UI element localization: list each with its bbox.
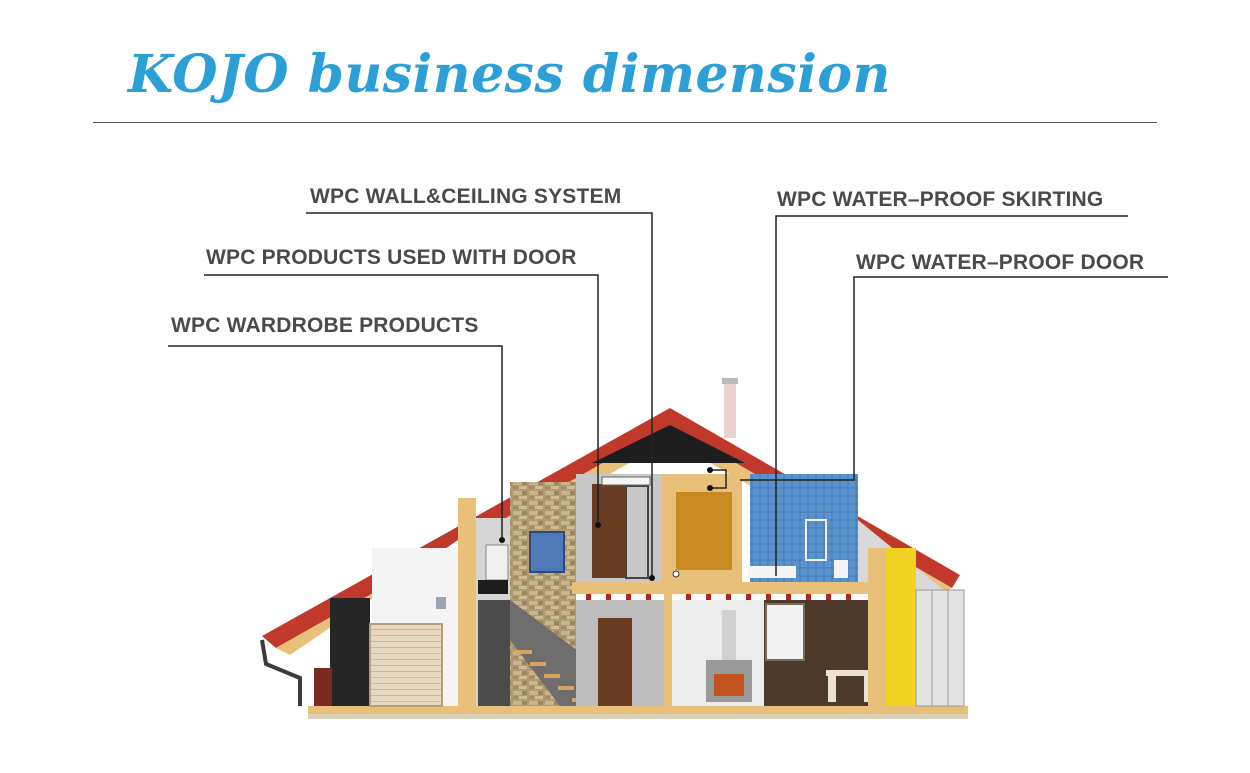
left-dark-wall [330, 598, 370, 706]
wall-picture [529, 531, 565, 573]
ground-slab [308, 706, 968, 714]
ground-door [598, 618, 632, 706]
callout-water-proof-door: WPC WATER–PROOF DOOR [856, 251, 1145, 274]
garage-door-frame [369, 623, 443, 707]
ground-base [308, 714, 968, 719]
page-title: KOJO business dimension [128, 44, 891, 105]
leader-door-products [204, 274, 599, 525]
callout-door-products: WPC PRODUCTS USED WITH DOOR [206, 246, 577, 269]
ceiling-vent [601, 476, 651, 486]
light-switch [436, 597, 446, 609]
floor-slab [572, 582, 868, 594]
ladder [625, 485, 649, 579]
leader-lines [168, 212, 1168, 578]
attic-space [592, 425, 745, 463]
dining-table [826, 670, 878, 676]
frame-column-right [868, 548, 886, 706]
toilet [834, 560, 848, 578]
leader-dots [499, 467, 713, 581]
sauna-interior [676, 492, 732, 570]
bathtub [748, 566, 796, 578]
chimney-flue [722, 610, 736, 662]
wardrobe-panel [485, 544, 509, 581]
gutter-pipe [260, 639, 302, 706]
towel-radiator [805, 519, 827, 561]
callout-wardrobe-products: WPC WARDROBE PRODUCTS [171, 314, 479, 337]
fireplace-opening [714, 674, 744, 696]
frame-column-left [458, 498, 476, 706]
wardrobe-dark [478, 580, 508, 594]
roof-wood-underside [276, 425, 952, 655]
red-cabinet [314, 668, 332, 706]
leader-waterproof-door [740, 276, 1168, 481]
leader-wardrobe [168, 345, 503, 540]
title-divider [93, 122, 1157, 123]
sauna-glass [742, 490, 750, 576]
callout-wall-ceiling-system: WPC WALL&CEILING SYSTEM [310, 185, 622, 208]
stair-storage [478, 600, 510, 706]
yellow-wall [886, 548, 916, 706]
skirting-point [672, 570, 680, 578]
staircase [510, 600, 590, 706]
greenhouse [915, 589, 965, 707]
frame-column-mid [664, 594, 672, 706]
upper-wood-door [592, 484, 626, 578]
chimney [724, 380, 736, 438]
leader-wall-ceiling [306, 212, 653, 578]
garage-door [370, 624, 442, 706]
callout-water-proof-skirting: WPC WATER–PROOF SKIRTING [777, 188, 1104, 211]
floor-heating-markers [586, 594, 851, 600]
dining-window [765, 603, 805, 661]
chair-1 [828, 676, 836, 702]
leader-waterproof-door-hook [710, 469, 727, 489]
leader-skirting [775, 215, 1128, 576]
chimney-cap [722, 378, 738, 384]
